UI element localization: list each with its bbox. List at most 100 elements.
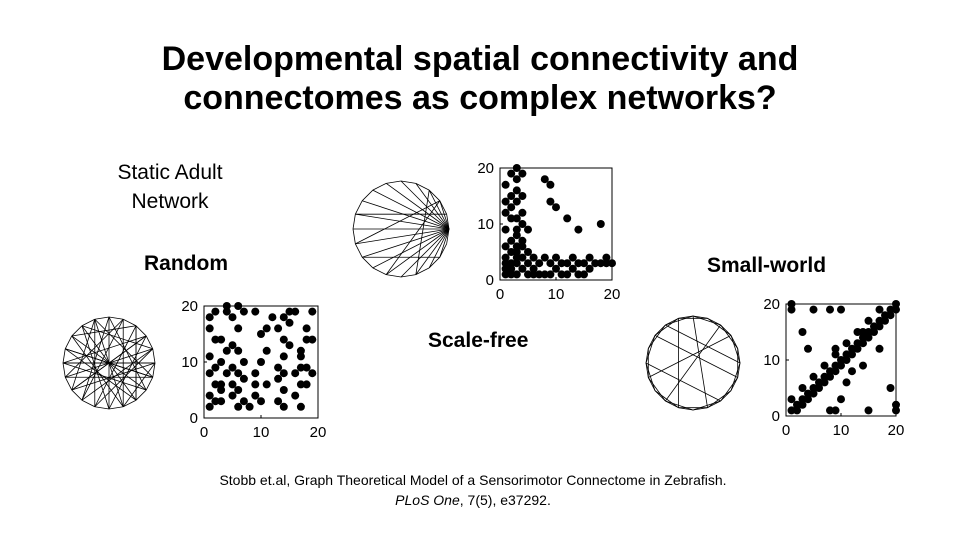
adjacency-dot	[568, 253, 577, 262]
adjacency-dot	[546, 197, 555, 206]
adjacency-dot	[552, 253, 560, 262]
network-edge	[108, 316, 124, 320]
adjacency-dot	[804, 389, 812, 398]
adjacency-dot	[507, 169, 516, 178]
adjacency-dot	[892, 406, 900, 415]
adjacency-dot	[308, 369, 317, 378]
network-edge	[385, 183, 450, 230]
adjacency-dot	[205, 369, 214, 378]
adjacency-dot	[302, 335, 311, 344]
network-edge	[386, 274, 402, 278]
adjacency-dot	[205, 324, 214, 333]
network-edge	[415, 267, 430, 276]
adjacency-dot	[217, 380, 226, 389]
adjacency-dot	[831, 344, 840, 353]
adjacency-dot	[853, 344, 862, 353]
adjacency-dot	[205, 313, 214, 322]
adjacency-dot	[842, 378, 851, 387]
adjacency-dot	[262, 346, 271, 355]
network-edge	[415, 182, 430, 191]
network-edge	[71, 325, 83, 337]
adjacency-dot	[557, 259, 566, 268]
adjacency-dot	[831, 350, 840, 359]
adjacency-dot	[557, 270, 566, 279]
network-edge	[123, 399, 137, 408]
adjacency-dot	[257, 397, 265, 406]
adjacency-dot	[608, 259, 616, 268]
adjacency-dot	[279, 402, 288, 411]
network-edge	[65, 348, 137, 401]
adjacency-dot	[546, 270, 555, 279]
adjacency-dot	[211, 397, 220, 406]
adjacency-dot	[886, 311, 895, 320]
title-line-1: Developmental spatial connectivity and	[161, 40, 799, 78]
adjacency-dot	[820, 361, 829, 370]
network-edge	[354, 200, 363, 215]
adjacency-dot	[552, 203, 560, 212]
adjacency-dot	[518, 242, 527, 251]
adjacency-dot	[596, 220, 605, 228]
network-edge	[648, 335, 732, 378]
adjacency-dot	[291, 391, 300, 400]
network-edge	[654, 335, 738, 378]
adjacency-dot	[574, 270, 583, 279]
adjacency-dot	[529, 253, 538, 262]
network-edge	[372, 189, 450, 230]
adjacency-dot	[507, 259, 516, 268]
adjacency-dot	[211, 307, 220, 316]
adjacency-dot	[859, 339, 867, 348]
adjacency-dot	[222, 307, 231, 316]
adjacency-dot	[296, 380, 305, 389]
adjacency-dot	[302, 380, 311, 389]
adjacency-dot	[512, 270, 521, 279]
adjacency-dot	[234, 369, 243, 378]
network-edge	[400, 274, 416, 278]
adjacency-dot	[535, 270, 544, 279]
adjacency-dot	[602, 259, 611, 268]
adjacency-dot	[507, 264, 516, 273]
adjacency-dot	[546, 259, 555, 268]
adjacency-dot	[518, 236, 527, 245]
y-tick-label: 10	[477, 216, 494, 233]
adjacency-dot	[239, 358, 248, 366]
network-edge	[81, 319, 124, 401]
adjacency-dot	[211, 380, 220, 389]
adjacency-dot	[892, 305, 900, 314]
adjacency-dot	[279, 313, 288, 322]
adjacency-dot	[222, 369, 231, 378]
adjacency-dot	[864, 406, 873, 415]
adjacency-dot	[501, 208, 510, 217]
network-edge	[362, 228, 450, 258]
adjacency-dot	[308, 335, 317, 344]
adjacency-dot	[798, 400, 807, 409]
network-edge	[94, 316, 110, 320]
adjacency-dot	[512, 214, 521, 223]
network-edge	[428, 189, 441, 202]
adjacency-dot	[837, 305, 845, 314]
random-label: Random	[144, 252, 228, 275]
adjacency-dot	[809, 305, 818, 314]
scale-free-network-graph	[352, 180, 450, 278]
random-network-graph	[62, 316, 156, 410]
adjacency-dot	[809, 384, 818, 392]
network-edge	[71, 389, 83, 401]
adjacency-dot	[274, 363, 283, 372]
network-edge	[71, 319, 96, 391]
network-edge	[64, 377, 73, 391]
adjacency-dot	[875, 305, 884, 314]
adjacency-dot	[804, 395, 812, 404]
network-edge	[654, 317, 679, 336]
adjacency-dot	[274, 324, 283, 333]
x-tick-label: 0	[200, 424, 208, 441]
adjacency-dot	[268, 313, 277, 322]
adjacency-dot	[596, 259, 605, 268]
adjacency-dot	[540, 270, 549, 279]
adjacency-dot	[251, 307, 260, 316]
y-tick-label: 0	[772, 408, 780, 425]
slide-title: Developmental spatial connectivity and c…	[0, 40, 960, 118]
adjacency-dot	[859, 361, 867, 370]
network-edge	[64, 335, 73, 349]
y-tick-label: 0	[486, 272, 494, 289]
